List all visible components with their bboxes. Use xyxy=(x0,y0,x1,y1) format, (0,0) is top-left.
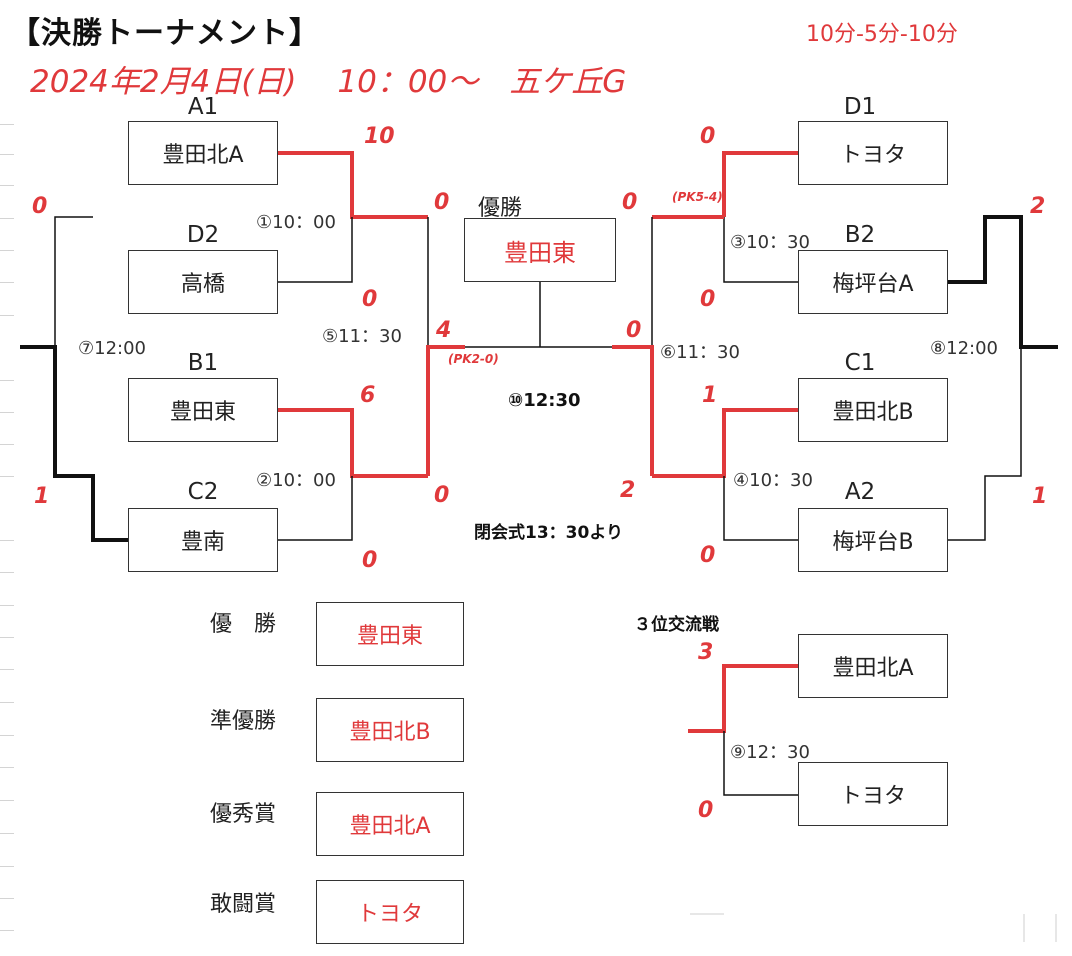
score: 2 xyxy=(1030,194,1046,219)
m8-win-line xyxy=(947,215,1058,349)
match-time: ③10：30 xyxy=(730,232,810,253)
pk-score: (PK2-0) xyxy=(448,352,499,366)
award-label: 準優勝 xyxy=(210,709,277,734)
m2-win-line xyxy=(278,408,428,478)
m1-win-line xyxy=(278,151,428,219)
match-time: ⑦12:00 xyxy=(78,338,147,359)
score: 1 xyxy=(1032,484,1048,509)
match-time: ⑧12:00 xyxy=(930,338,999,359)
team-box: 豊南 xyxy=(128,508,278,572)
m3-lose-line xyxy=(723,217,798,283)
score: 0 xyxy=(700,124,716,149)
score: 0 xyxy=(434,483,450,508)
team-box: 豊田北A xyxy=(798,634,948,698)
team-box: 豊田東 xyxy=(128,378,278,442)
score: 0 xyxy=(700,287,716,312)
m6-win-line xyxy=(612,345,654,476)
award-team: 豊田北A xyxy=(316,792,464,856)
score: 0 xyxy=(362,287,378,312)
team-box: 梅坪台A xyxy=(798,250,948,314)
pk-score: (PK5-4) xyxy=(672,190,723,204)
award-team: 豊田東 xyxy=(316,602,464,666)
closing-ceremony: 閉会式13：30より xyxy=(474,523,623,543)
seed-label: D1 xyxy=(843,94,877,120)
match-format: 10分-5分-10分 xyxy=(806,22,958,47)
score: 6 xyxy=(360,383,376,408)
match-time: ④10：30 xyxy=(733,470,813,491)
page-title: 【決勝トーナメント】 xyxy=(10,16,320,51)
match-time: ②10：00 xyxy=(256,470,336,491)
m4-lose-line xyxy=(723,476,798,541)
score: 3 xyxy=(698,640,714,665)
third-place-heading: ３位交流戦 xyxy=(634,615,719,635)
score: 0 xyxy=(626,318,642,343)
date-time-venue: 2024年2月4日(日) 10：00～ 五ケ丘G xyxy=(30,64,627,100)
match-time: ⑨12：30 xyxy=(730,742,810,763)
m8-lose-line xyxy=(947,347,1022,541)
score: 0 xyxy=(622,190,638,215)
score: 0 xyxy=(32,194,48,219)
award-team: 豊田北B xyxy=(316,698,464,762)
score: 0 xyxy=(700,543,716,568)
seed-label: A1 xyxy=(187,94,219,120)
team-box: 梅坪台B xyxy=(798,508,948,572)
score: 1 xyxy=(702,383,718,408)
m7-top-line xyxy=(54,216,93,347)
m9-lose-line xyxy=(723,731,798,796)
seed-label: C1 xyxy=(844,350,876,376)
award-label: 優 勝 xyxy=(210,612,277,637)
m1-lose-line xyxy=(278,217,353,283)
score: 10 xyxy=(364,124,395,149)
champion-box: 豊田東 xyxy=(464,218,616,282)
team-box: 豊田北A xyxy=(128,121,278,185)
match-time: ⑥11：30 xyxy=(660,342,740,363)
team-box: 高橋 xyxy=(128,250,278,314)
seed-label: A2 xyxy=(844,479,876,505)
seed-label: B1 xyxy=(187,350,219,376)
team-box: トヨタ xyxy=(798,121,948,185)
award-label: 敢闘賞 xyxy=(210,892,277,917)
m3-win-line xyxy=(722,151,798,217)
seed-label: C2 xyxy=(187,479,219,505)
score: 0 xyxy=(362,548,378,573)
seed-label: B2 xyxy=(844,222,876,248)
m7-win-line xyxy=(20,345,128,542)
seed-label: D2 xyxy=(186,222,220,248)
score: 1 xyxy=(34,484,50,509)
score: 2 xyxy=(620,478,636,503)
m9-win-line xyxy=(688,664,798,733)
match-time: ⑤11：30 xyxy=(322,326,402,347)
score: 0 xyxy=(434,190,450,215)
champion-heading: 優勝 xyxy=(478,196,523,221)
match-time: ⑩12:30 xyxy=(508,390,581,411)
award-label: 優秀賞 xyxy=(210,802,277,827)
team-box: トヨタ xyxy=(798,762,948,826)
m5-win-line xyxy=(426,345,465,476)
score: 0 xyxy=(698,798,714,823)
score: 4 xyxy=(436,318,452,343)
m2-lose-line xyxy=(278,476,353,541)
award-team: トヨタ xyxy=(316,880,464,944)
match-time: ①10：00 xyxy=(256,212,336,233)
team-box: 豊田北B xyxy=(798,378,948,442)
m4-win-line xyxy=(652,408,798,478)
